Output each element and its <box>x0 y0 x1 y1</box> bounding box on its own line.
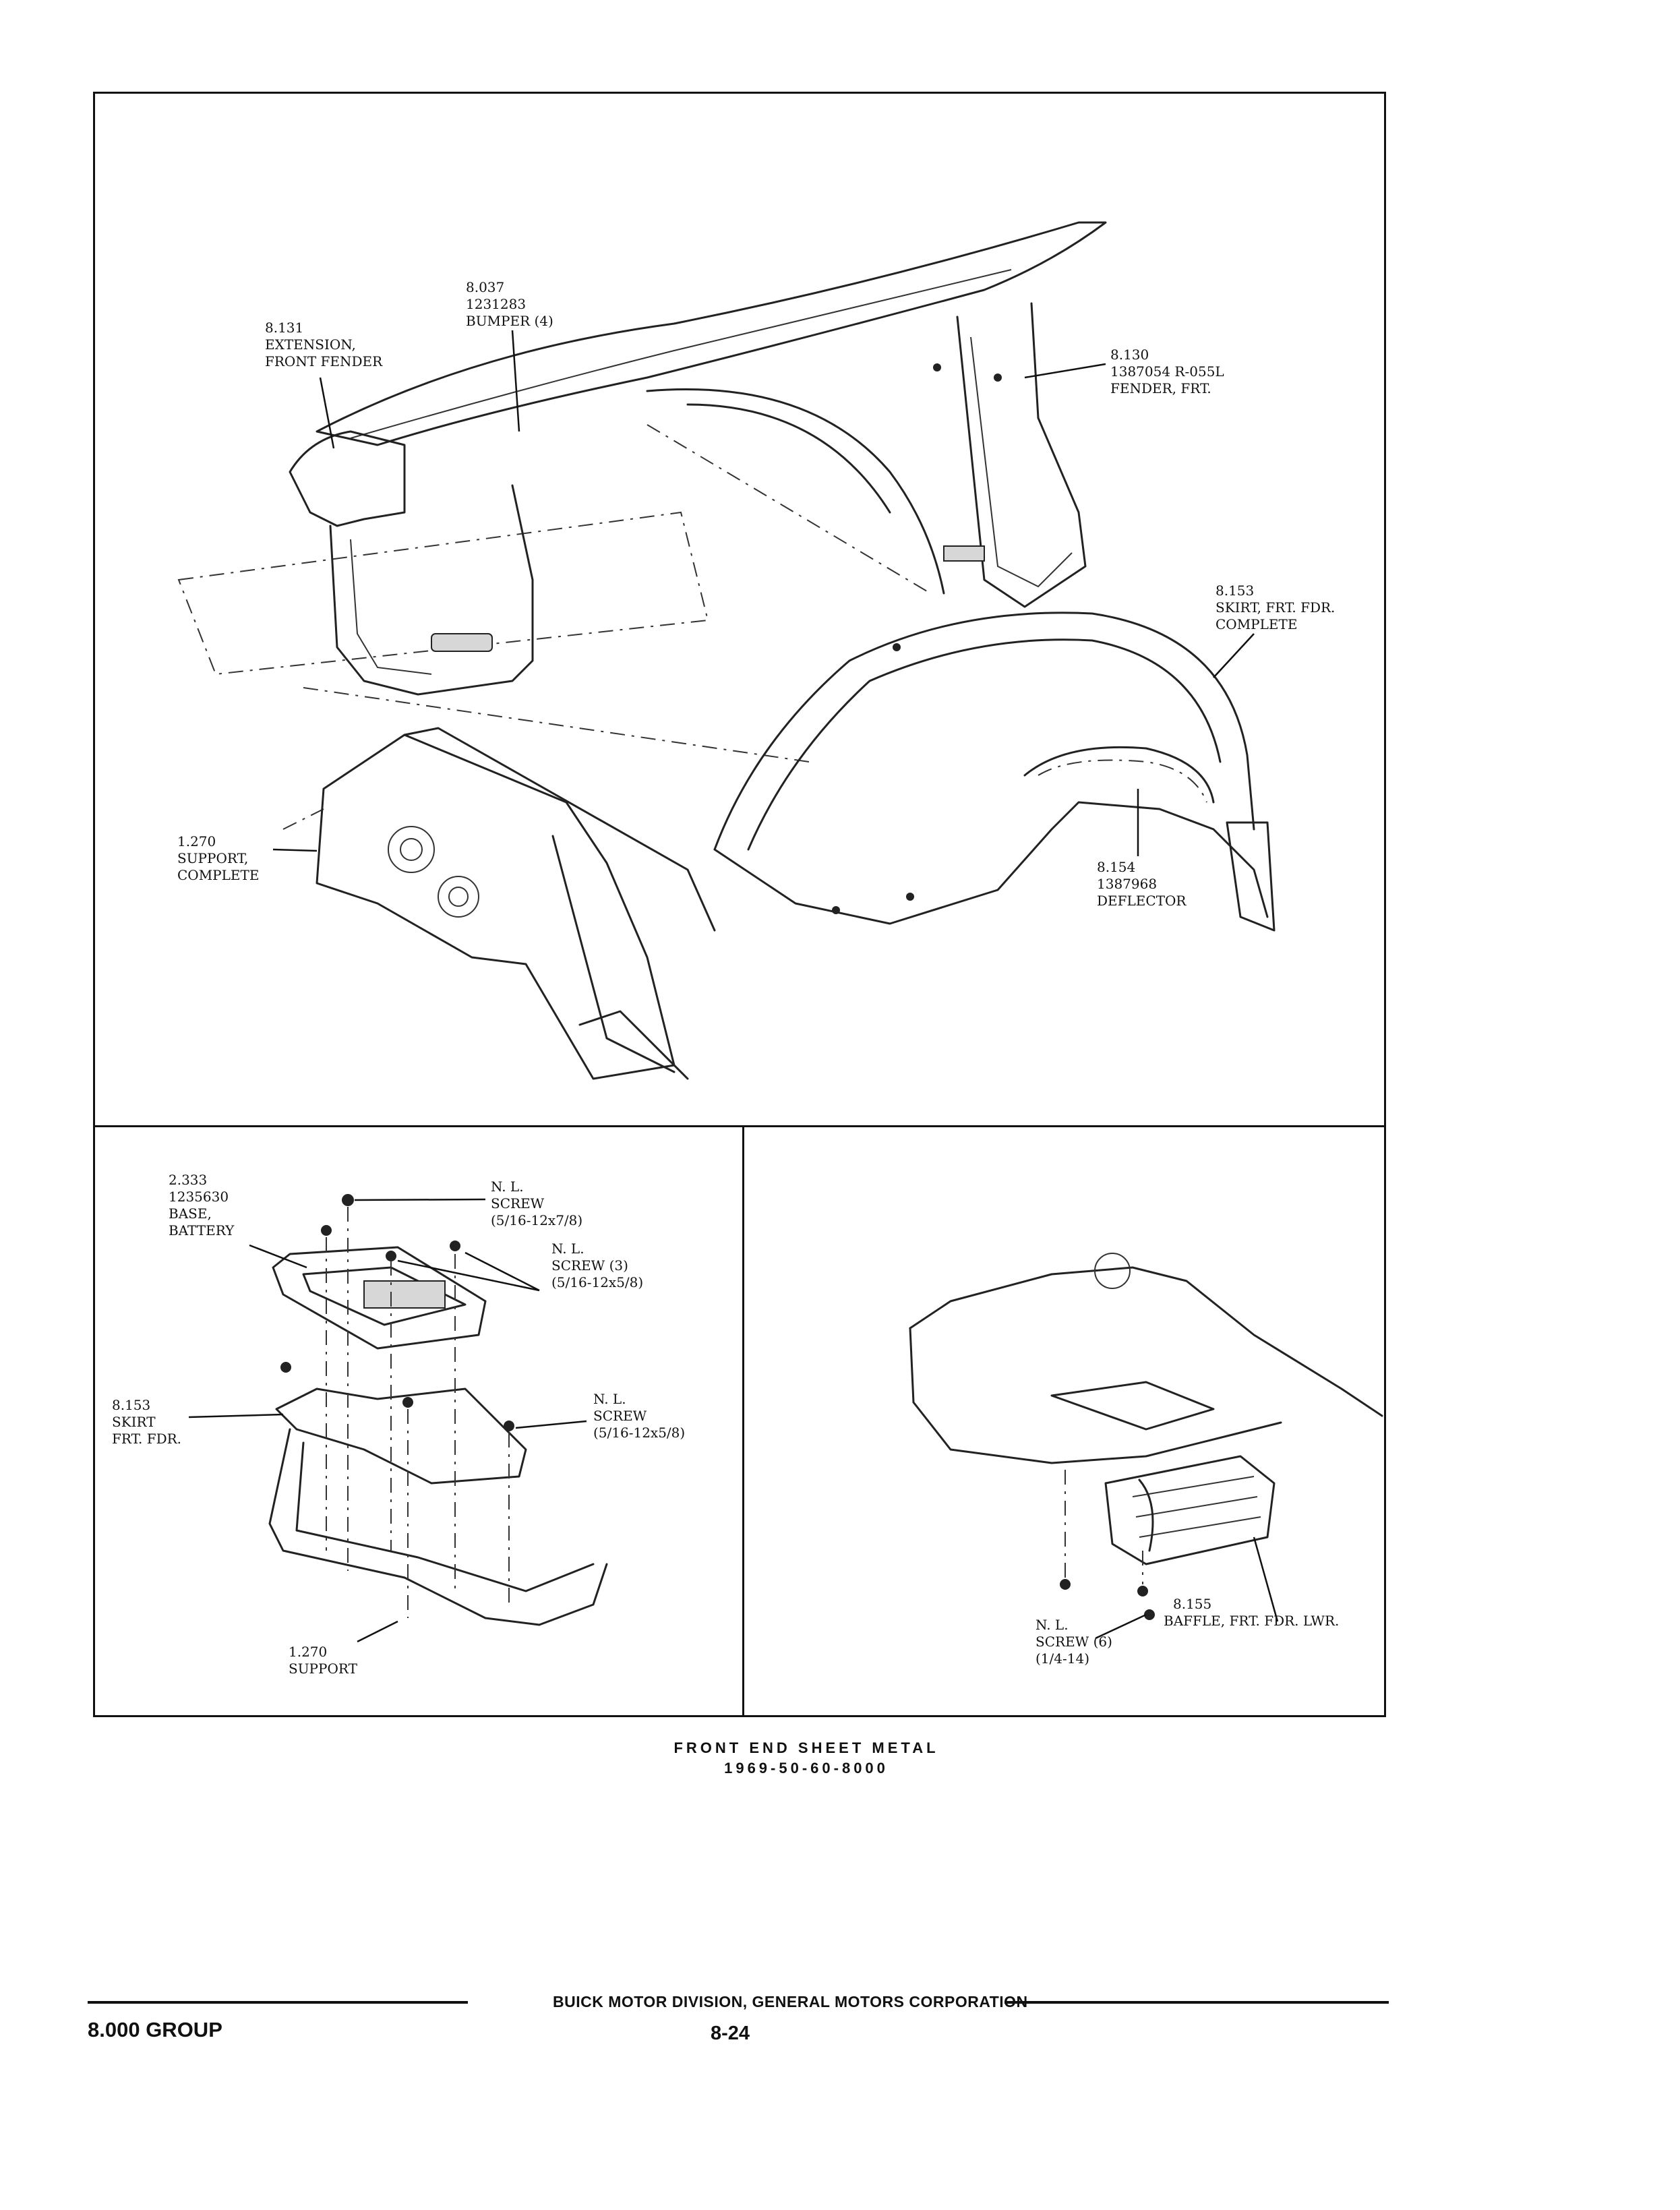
callout-deflector: 8.154 1387968 DEFLECTOR <box>1097 859 1187 909</box>
callout-skirt-front-fender: 8.153 SKIRT, FRT. FDR. COMPLETE <box>1216 583 1336 632</box>
callout-bumper: 8.037 1231283 BUMPER (4) <box>466 279 553 329</box>
footer-publisher: BUICK MOTOR DIVISION, GENERAL MOTORS COR… <box>553 1993 1028 2010</box>
callout-extension-front-fender: 8.131 EXTENSION, FRONT FENDER <box>265 320 383 369</box>
callout-battery-base: 2.333 1235630 BASE, BATTERY <box>169 1172 235 1238</box>
caption-code: 1969-50-60-8000 <box>724 1760 889 1776</box>
footer-page-number: 8-24 <box>711 2023 750 2044</box>
baffle-diagram-frame <box>742 1125 1386 1717</box>
callout-screw-right: N. L. SCREW (5/16-12x5/8) <box>593 1391 686 1441</box>
callout-fender-front: 8.130 1387054 R-055L FENDER, FRT. <box>1110 347 1224 396</box>
callout-support-complete: 1.270 SUPPORT, COMPLETE <box>177 833 260 883</box>
footer-rule-left <box>88 2001 468 2004</box>
callout-battery-support: 1.270 SUPPORT <box>289 1644 357 1677</box>
callout-screw-top: N. L. SCREW (5/16-12x7/8) <box>491 1178 583 1228</box>
callout-baffle-screw: N. L. SCREW (6) (1/4-14) <box>1036 1617 1112 1667</box>
caption-title: FRONT END SHEET METAL <box>673 1739 939 1756</box>
callout-baffle: 8.155 BAFFLE, FRT. FDR. LWR. <box>1164 1596 1340 1629</box>
footer-rule-right <box>1004 2001 1389 2004</box>
figure-caption: FRONT END SHEET METAL 1969-50-60-8000 <box>570 1738 1042 1779</box>
callout-battery-skirt: 8.153 SKIRT FRT. FDR. <box>112 1397 182 1447</box>
footer-group: 8.000 GROUP <box>88 2018 222 2041</box>
callout-screw-three: N. L. SCREW (3) (5/16-12x5/8) <box>551 1241 644 1290</box>
